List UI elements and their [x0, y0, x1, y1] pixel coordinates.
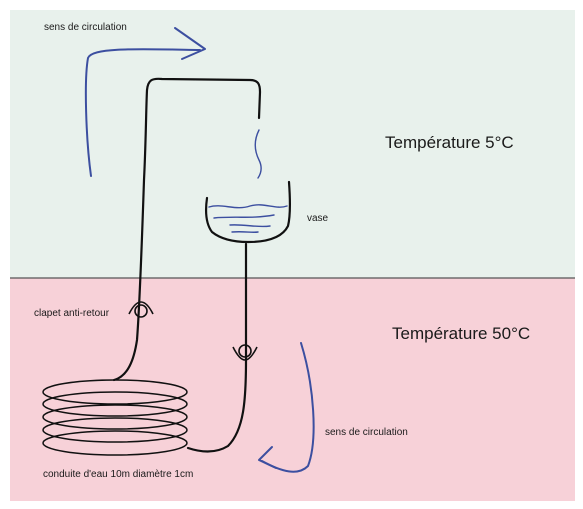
flow-arrow-bottom	[261, 342, 315, 473]
flow-arrowhead-bottom	[258, 446, 277, 469]
coil-label: conduite d'eau 10m diamètre 1cm	[43, 469, 193, 480]
vase-water-line-1	[213, 214, 275, 219]
vase-label: vase	[307, 213, 329, 224]
flow-arrow-top	[84, 48, 201, 177]
zone-label-cold: Température 5°C	[385, 133, 514, 152]
vase	[204, 180, 292, 244]
zone-label-hot: Température 50°C	[392, 324, 530, 343]
right-descending-pipe	[186, 242, 248, 453]
left-riser-pipe	[112, 77, 262, 382]
vase-water-surface	[208, 204, 288, 209]
vase-water-line-3	[231, 231, 259, 233]
hot-zone	[10, 278, 575, 501]
cold-zone	[10, 10, 575, 278]
check-valve-right	[232, 344, 258, 361]
flow-label-bottom: sens de circulation	[325, 427, 408, 438]
flow-arrowhead-top	[174, 27, 206, 60]
water-coil	[42, 379, 188, 456]
flow-label-top: sens de circulation	[44, 22, 127, 33]
check-valve-label: clapet anti-retour	[34, 308, 110, 319]
check-valve-left	[128, 301, 154, 318]
vase-water-line-2	[229, 224, 271, 228]
water-stream	[254, 129, 262, 179]
